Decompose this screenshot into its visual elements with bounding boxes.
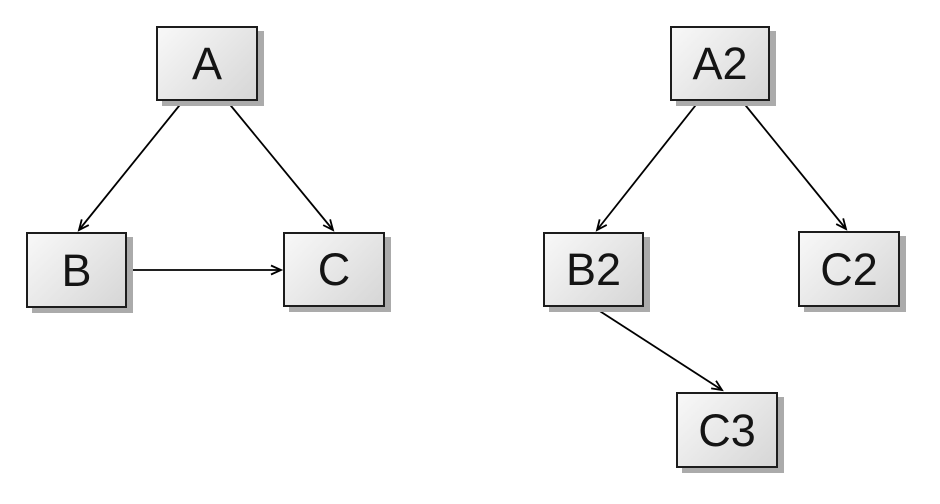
- left-graph-edges: [77, 100, 335, 276]
- node-label-B2: B2: [565, 244, 622, 295]
- edge-A2-to-B2[interactable]: [595, 100, 700, 232]
- node-label-A: A: [191, 38, 222, 89]
- node-label-B: B: [61, 244, 92, 296]
- edge-B2-to-C3[interactable]: [594, 307, 724, 392]
- right-graph-edges: [594, 100, 848, 392]
- node-label-C3: C3: [698, 404, 756, 456]
- edge-A2-to-C2[interactable]: [741, 100, 848, 231]
- node-A2[interactable]: A2: [670, 26, 770, 101]
- node-label-A2: A2: [692, 38, 748, 89]
- node-label-C: C: [317, 244, 351, 295]
- edge-A-to-B[interactable]: [77, 100, 184, 232]
- node-A[interactable]: A: [156, 26, 258, 101]
- node-label-C2: C2: [820, 243, 878, 295]
- node-C3[interactable]: C3: [676, 392, 778, 468]
- node-B2[interactable]: B2: [543, 232, 644, 307]
- node-C2[interactable]: C2: [798, 231, 900, 307]
- node-B[interactable]: B: [26, 232, 127, 308]
- edge-A-to-C[interactable]: [226, 100, 335, 232]
- node-C[interactable]: C: [283, 232, 385, 307]
